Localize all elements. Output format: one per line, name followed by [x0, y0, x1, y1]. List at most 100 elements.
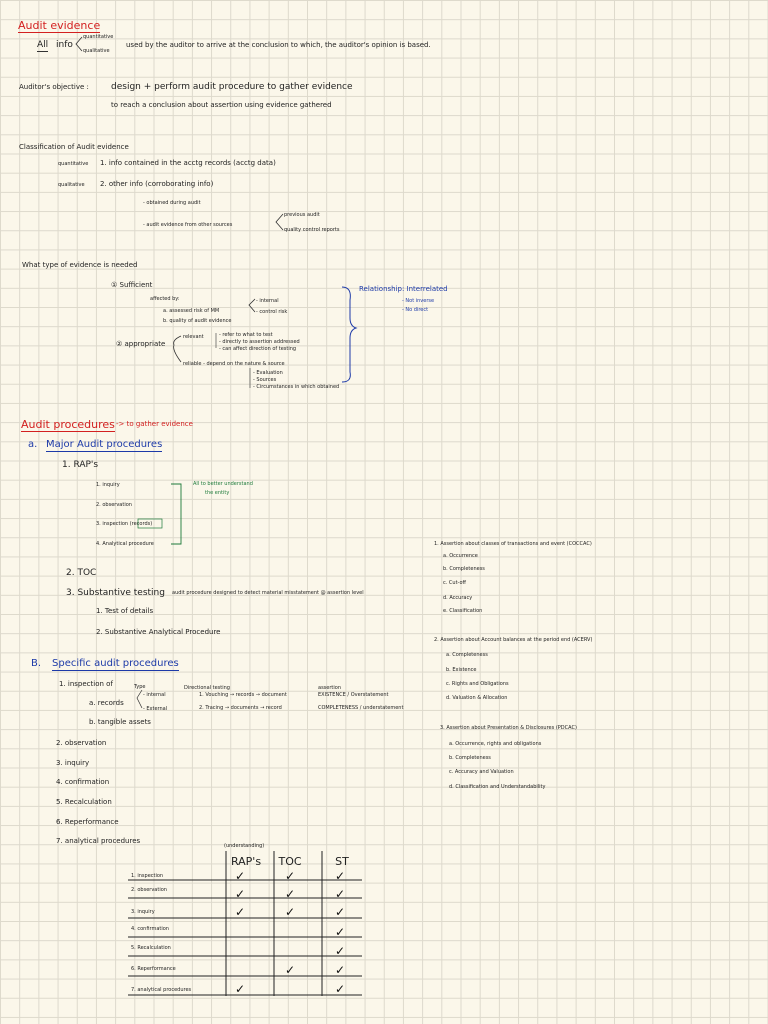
- class-src-b: quality control reports: [284, 227, 340, 233]
- relationship-no: - No direct: [402, 307, 429, 313]
- class-src-a: previous audit: [284, 212, 320, 218]
- procedures-title-note: -> to gather evidence: [116, 420, 193, 428]
- relevant-note-1: - refer to what to test: [219, 332, 273, 338]
- procedures-title: Audit procedures: [21, 418, 115, 432]
- type-internal: - internal: [143, 692, 166, 698]
- vouching: 1. Vouching → records → document: [199, 692, 287, 698]
- reliable-label: reliable - depend on the nature & source: [183, 361, 285, 367]
- objective-label: Auditor's objective :: [19, 83, 89, 91]
- table-mark: ✓: [334, 925, 346, 939]
- table-row-label-1: 1. inspection: [131, 873, 164, 879]
- table-mark: [270, 979, 310, 999]
- table-header-st: ST: [335, 855, 349, 868]
- table-mark: [220, 922, 260, 942]
- assertion-group-2: 2. Assertion about Account balances at t…: [434, 637, 593, 643]
- g3-item-c: c. Accuracy and Valuation: [449, 769, 514, 775]
- g3-item-b: b. Completeness: [449, 755, 491, 761]
- table-row-label-6: 6. Reperformance: [131, 966, 176, 972]
- toc-label: 2. TOC: [66, 568, 97, 578]
- table-mark: ✓: [334, 869, 346, 883]
- table-mark: ✓: [284, 963, 296, 977]
- g2-item-b: b. Existence: [446, 667, 477, 673]
- table-mark: ✓: [284, 887, 296, 901]
- def-qualitative: qualitative: [83, 48, 110, 54]
- rap-item-2: 2. observation: [96, 502, 132, 508]
- rap-item-3: 3. inspection (records): [96, 521, 153, 527]
- class-sub1: - obtained during audit: [143, 200, 201, 206]
- table-header-raps: RAP's: [230, 855, 262, 868]
- sufficient-label: ① Sufficient: [111, 281, 153, 289]
- table-mark: ✓: [334, 963, 346, 977]
- relevant-note-3: - can affect direction of testing: [219, 346, 297, 352]
- procedure-item-4: 4. confirmation: [56, 778, 110, 786]
- inspection-records: a. records: [89, 699, 124, 707]
- table-mark: [270, 922, 310, 942]
- assertion-completeness: COMPLETENESS / understatement: [318, 705, 404, 711]
- g3-item-a: a. Occurrence, rights and obligations: [449, 741, 542, 747]
- risk-internal: - internal: [256, 298, 279, 304]
- def-quantitative: quantitative: [83, 34, 114, 40]
- rap-note-2: the entity: [205, 490, 230, 496]
- g1-item-a: a. Occurrence: [443, 553, 478, 559]
- rap-item-4: 4. Analytical procedure: [96, 541, 154, 547]
- affected-b: b. quality of audit evidence: [163, 318, 232, 324]
- g1-item-c: c. Cut-off: [443, 580, 466, 586]
- table-mark: ✓: [234, 905, 246, 919]
- rap-item-1: 1. inquiry: [96, 482, 120, 488]
- type-label: Type: [134, 684, 146, 690]
- substantive-label: 3. Substantive testing: [66, 588, 165, 598]
- class-q1-text: 1. info contained in the acctg records (…: [100, 159, 276, 167]
- raps-label: 1. RAP's: [62, 460, 99, 470]
- inspection-tangible: b. tangible assets: [89, 718, 151, 726]
- assertion-group-1: 1. Assertion about classes of transactio…: [434, 541, 592, 547]
- section-b-label: B.: [31, 658, 42, 669]
- procedure-item-3: 3. inquiry: [56, 759, 90, 767]
- g2-item-a: a. Completeness: [446, 652, 488, 658]
- assertion-existence: EXISTENCE / Overstatement: [318, 692, 389, 698]
- substantive-1: 1. Test of details: [96, 607, 154, 615]
- table-mark: [270, 941, 310, 961]
- risk-control: - control risk: [256, 309, 288, 315]
- appropriate-label: ② appropriate: [116, 340, 166, 348]
- table-row-label-3: 3. inquiry: [131, 909, 155, 915]
- g1-item-d: d. Accuracy: [443, 595, 473, 601]
- section-a-title: Major Audit procedures: [46, 439, 163, 452]
- class-q2-text: 2. other info (corroborating info): [100, 180, 214, 188]
- class-q2-tag: qualitative: [58, 182, 85, 188]
- assertion-label: assertion: [318, 685, 341, 691]
- table-mark: [220, 941, 260, 961]
- affected-a: a. assessed risk of MM: [163, 308, 220, 314]
- audit-evidence-title: Audit evidence: [18, 19, 101, 33]
- assertion-group-3: 3. Assertion about Presentation & Disclo…: [440, 725, 577, 731]
- table-row-label-2: 2. observation: [131, 887, 167, 893]
- table-mark: ✓: [234, 887, 246, 901]
- section-b-title: Specific audit procedures: [52, 658, 179, 671]
- g2-item-c: c. Rights and Obligations: [446, 681, 509, 687]
- inspection-of: 1. inspection of: [59, 680, 113, 688]
- g3-item-d: d. Classification and Understandability: [449, 784, 546, 790]
- def-all: All: [37, 40, 49, 52]
- g1-item-e: e. Classification: [443, 608, 483, 614]
- def-text: used by the auditor to arrive at the con…: [126, 41, 431, 49]
- reliable-eval: - Evaluation: [253, 370, 283, 376]
- classification-title: Classification of Audit evidence: [19, 143, 129, 151]
- class-q1-tag: quantitative: [58, 161, 89, 167]
- def-info: info: [56, 40, 73, 50]
- procedure-item-5: 5. Recalculation: [56, 798, 112, 806]
- g2-item-d: d. Valuation & Allocation: [446, 695, 508, 701]
- table-mark: ✓: [284, 905, 296, 919]
- section-a-label: a.: [28, 439, 38, 450]
- g1-item-b: b. Completeness: [443, 566, 485, 572]
- procedure-item-2: 2. observation: [56, 739, 107, 747]
- type-needed-title: What type of evidence is needed: [22, 261, 138, 269]
- rap-note-1: All to better understand: [193, 481, 253, 487]
- table-mark: ✓: [234, 982, 246, 996]
- procedure-item-7: 7. analytical procedures: [56, 837, 141, 845]
- table-mark: ✓: [234, 869, 246, 883]
- type-external: - External: [143, 706, 168, 712]
- table-mark: ✓: [334, 982, 346, 996]
- table-row-label-4: 4. confirmation: [131, 926, 169, 932]
- table-mark: ✓: [334, 887, 346, 901]
- table-row-label-5: 5. Recalculation: [131, 945, 171, 951]
